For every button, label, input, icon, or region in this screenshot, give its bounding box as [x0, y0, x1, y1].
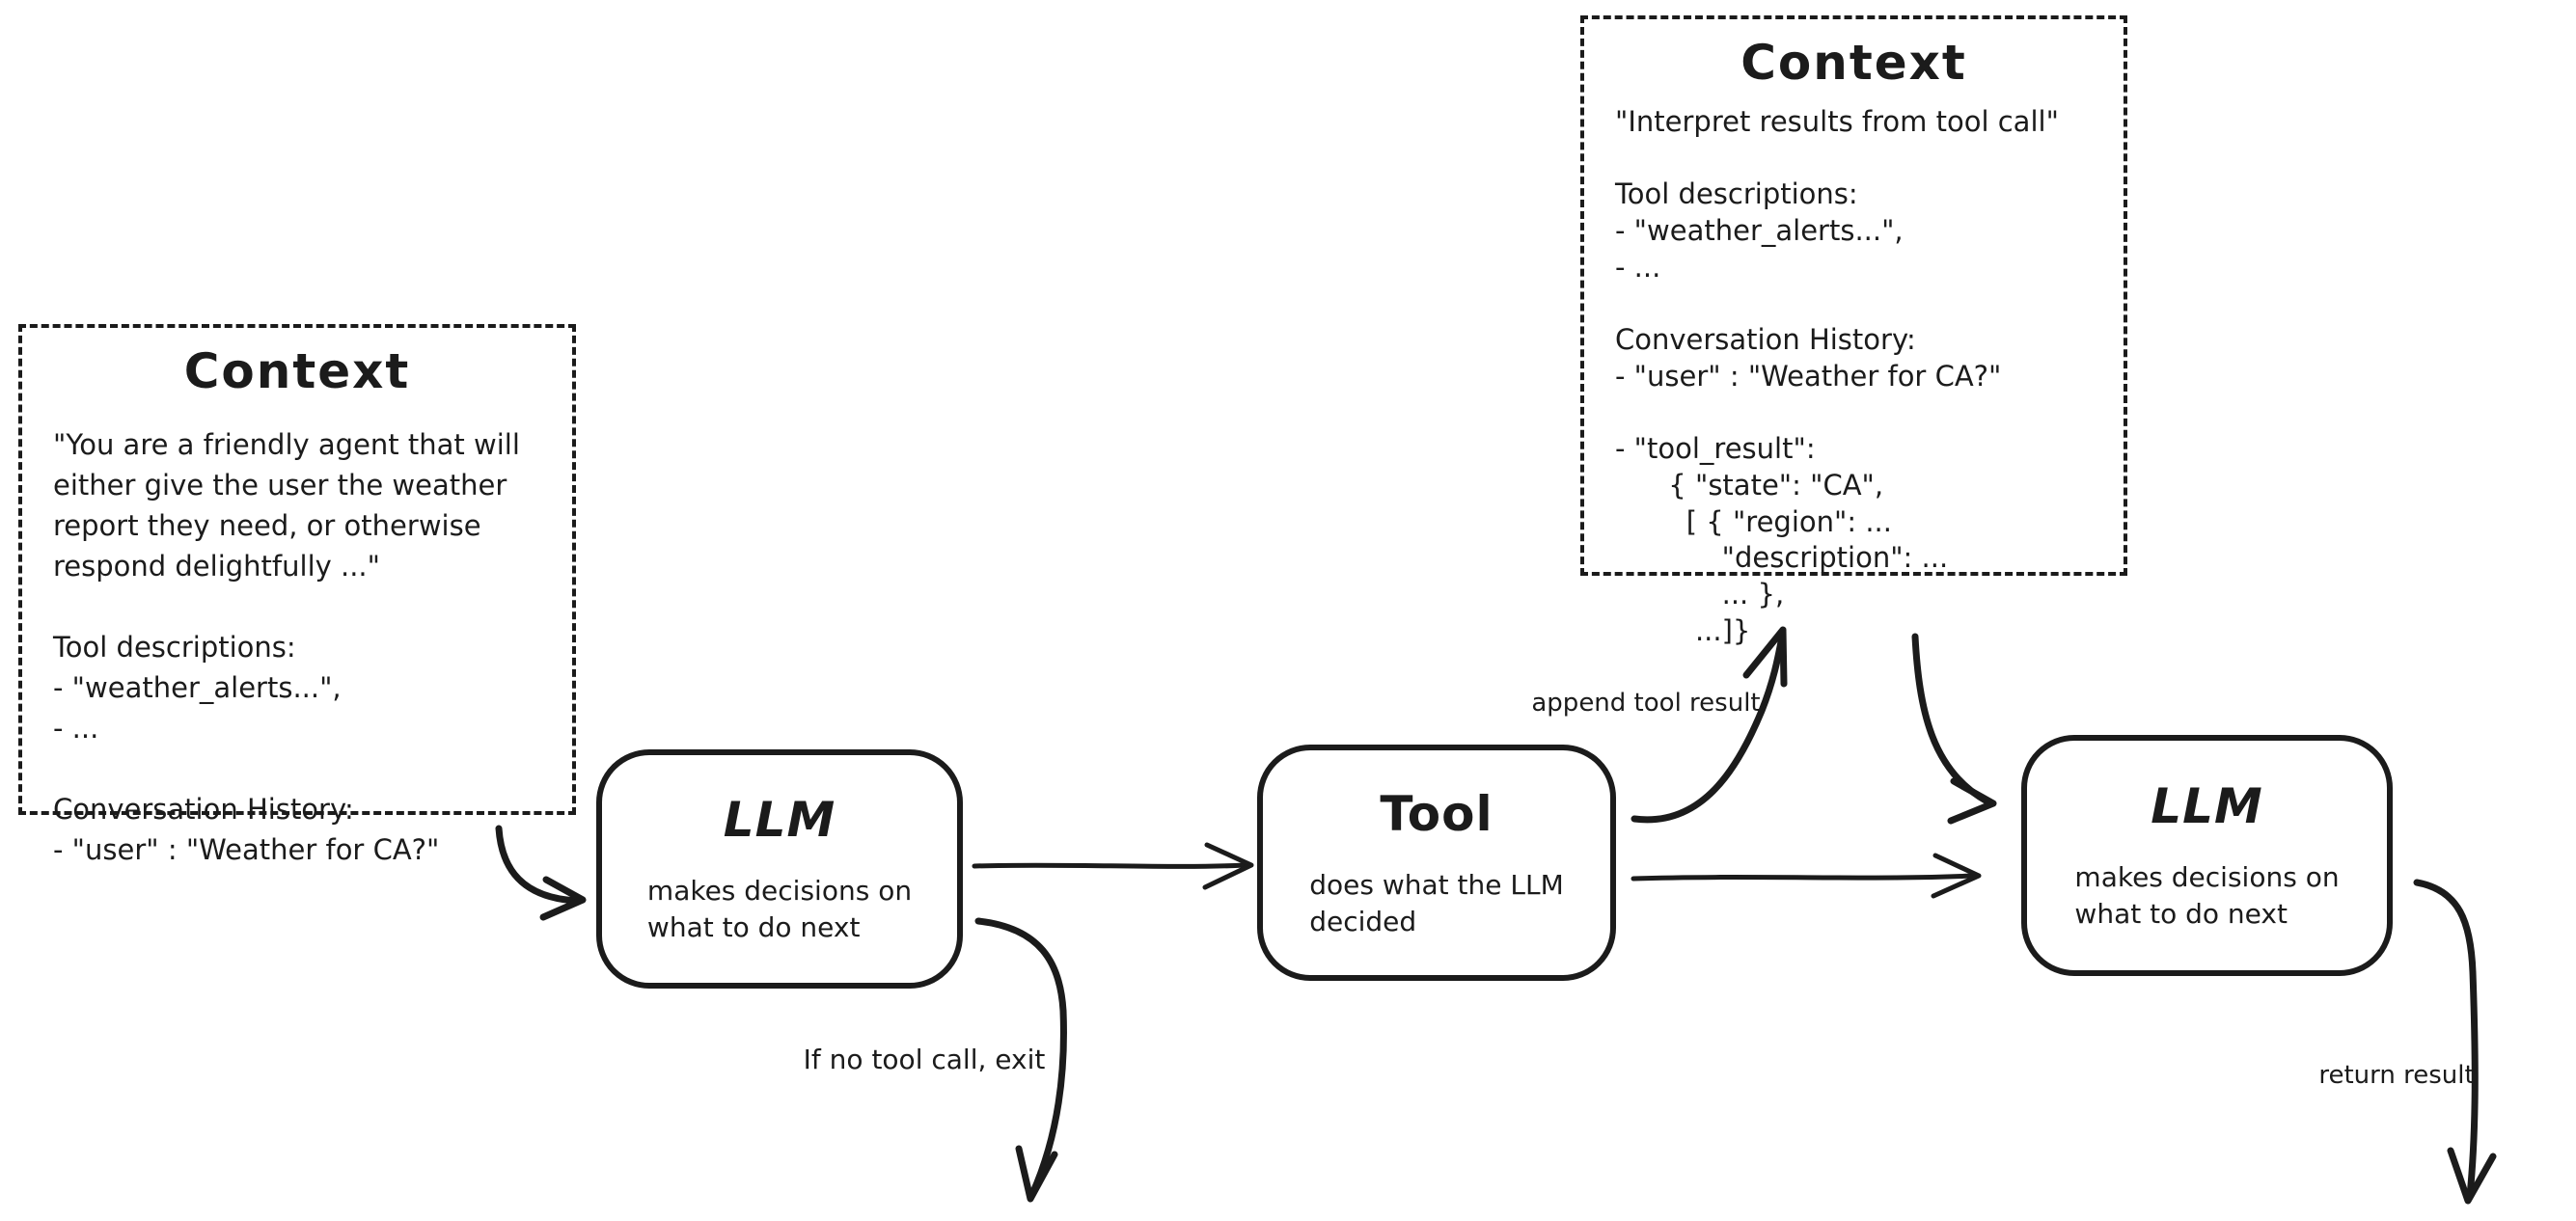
- label-return-result: return result: [2318, 1061, 2475, 1090]
- context-right-title: Context: [1740, 35, 1967, 91]
- context-box-left: Context "You are a friendly agent that w…: [18, 324, 576, 866]
- arrow-tool-to-context-right: [1631, 626, 1788, 824]
- context-left-title: Context: [183, 343, 411, 399]
- tool-node: Tool does what the LLM decided: [1257, 745, 1616, 981]
- arrow-llm2-return: [2413, 879, 2497, 1205]
- label-append-tool-result: append tool result: [1531, 689, 1761, 718]
- llm-node-1-title: LLM: [723, 792, 836, 849]
- context-left-body: "You are a friendly agent that will eith…: [53, 428, 520, 867]
- context-right-body: "Interpret results from tool call" Tool …: [1615, 105, 2059, 647]
- arrow-tool-to-llm2: [1631, 853, 1982, 899]
- llm-node-1-subtitle: makes decisions on what to do next: [646, 875, 913, 943]
- llm-node-2-subtitle: makes decisions on what to do next: [2074, 861, 2340, 930]
- tool-node-subtitle: does what the LLM decided: [1309, 868, 1564, 937]
- arrow-context-right-to-llm2: [1911, 633, 1997, 825]
- context-box-right: Context "Interpret results from tool cal…: [1580, 15, 2127, 647]
- label-no-tool-call-exit: If no tool call, exit: [803, 1044, 1046, 1075]
- llm-node-1: LLM makes decisions on what to do next: [596, 749, 963, 989]
- arrow-llm1-to-tool: [972, 842, 1254, 890]
- tool-node-title: Tool: [1380, 785, 1494, 842]
- llm-node-2: LLM makes decisions on what to do next: [2021, 735, 2393, 976]
- llm-node-2-title: LLM: [2151, 778, 2263, 835]
